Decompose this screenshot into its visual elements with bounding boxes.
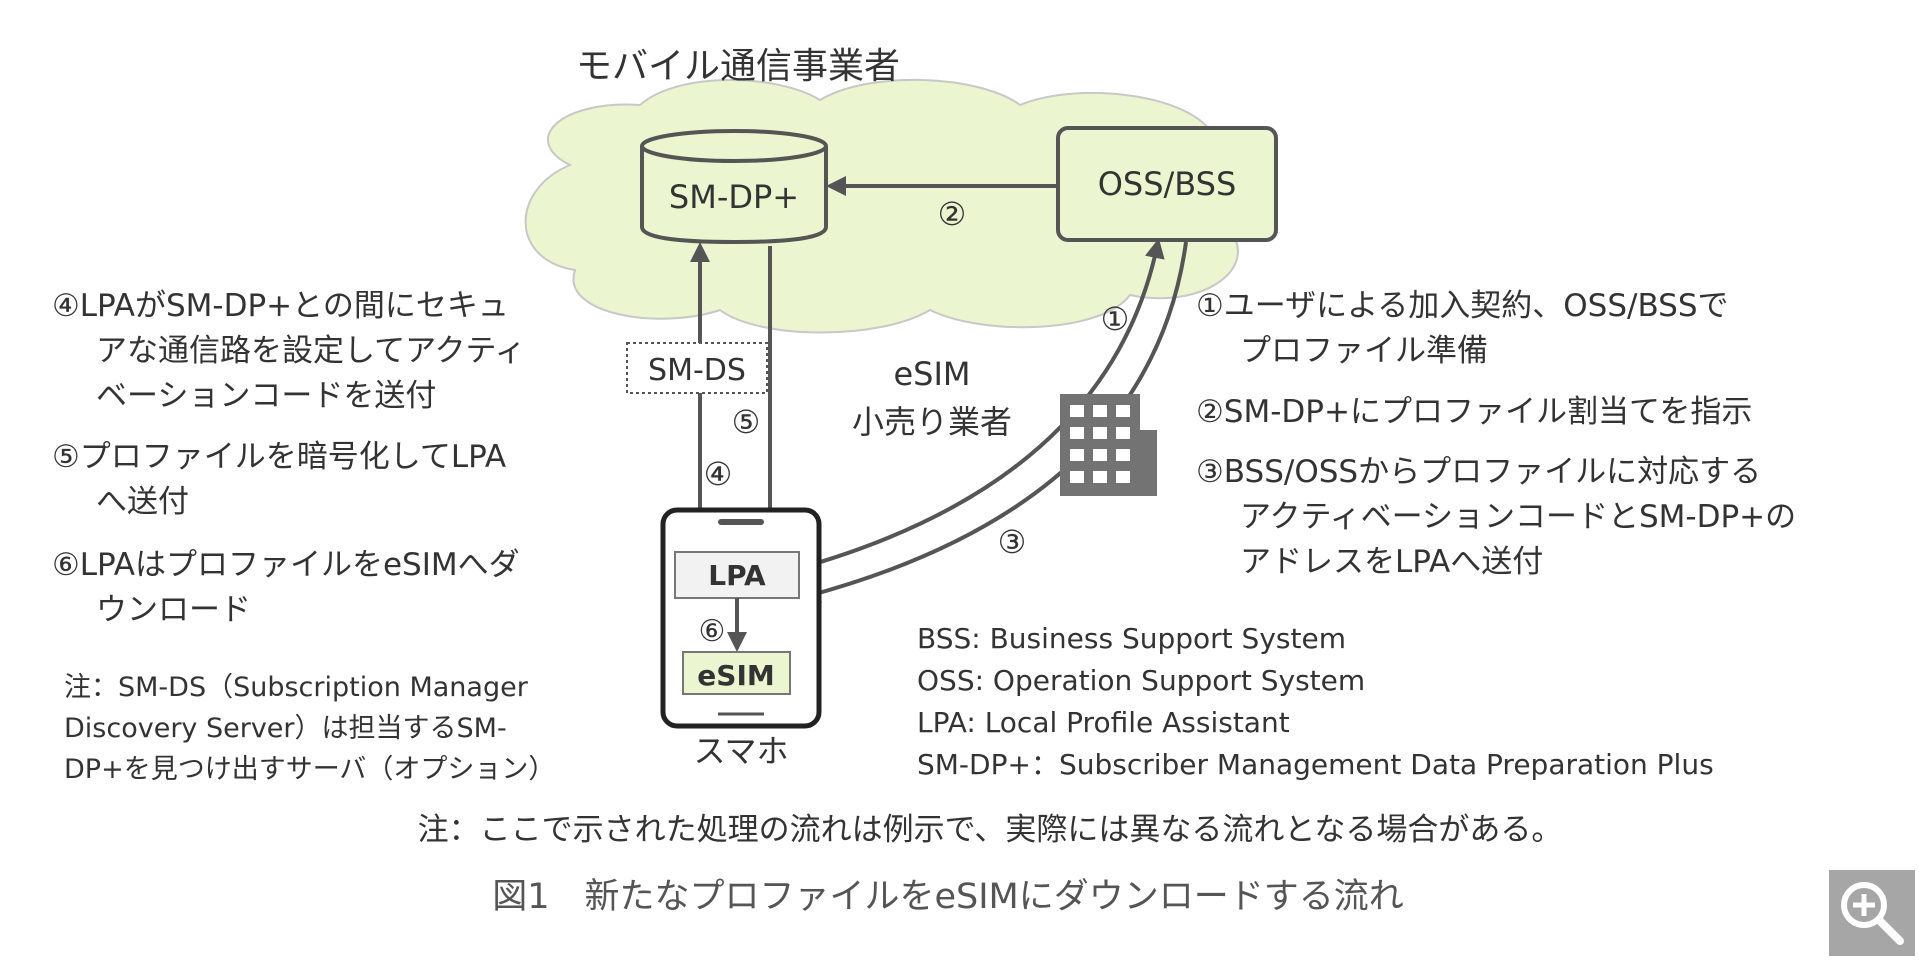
lpa-label: LPA <box>708 559 766 592</box>
step4-marker: ④ <box>704 455 733 493</box>
step3-desc-line2: アクティベーションコードとSM-DP+の <box>1240 499 1796 535</box>
zoom-in-icon <box>1841 882 1904 945</box>
smdp-label: SM-DP+ <box>669 178 799 216</box>
right-step-descriptions: ①ユーザによる加入契約、OSS/BSSで プロファイル準備 ②SM-DP+にプロ… <box>1196 288 1796 580</box>
retailer-label-line1: eSIM <box>893 355 970 393</box>
step6-desc-line2: ウンロード <box>96 592 251 628</box>
smds-note-line3: DP+を見つけ出すサーバ（オプション） <box>64 754 555 785</box>
smds-note: 注：SM-DS（Subscription Manager Discovery S… <box>64 672 555 785</box>
esim-label: eSIM <box>697 659 774 692</box>
step2-desc-line1: ②SM-DP+にプロファイル割当てを指示 <box>1196 394 1752 430</box>
smdp-server: SM-DP+ <box>640 129 828 245</box>
step3-marker: ③ <box>998 523 1027 561</box>
zoom-button[interactable] <box>1829 870 1915 956</box>
glossary-smdp: SM-DP+：Subscriber Management Data Prepar… <box>917 748 1714 781</box>
ossbss-system: OSS/BSS <box>1056 126 1278 242</box>
left-step-descriptions: ④LPAがSM-DP+との間にセキュ アな通信路を設定してアクティ ベーションコ… <box>52 288 526 628</box>
step5-marker: ⑤ <box>732 403 761 441</box>
step5-desc-line2: へ送付 <box>96 484 189 520</box>
step1-marker: ① <box>1101 300 1130 338</box>
step1-arrow <box>799 238 1165 570</box>
flow-note: 注：ここで示された処理の流れは例示で、実際には異なる流れとなる場合がある。 <box>418 812 1563 848</box>
step5-desc-line1: ⑤プロファイルを暗号化してLPA <box>52 439 506 475</box>
smds-box: SM-DS <box>626 342 768 394</box>
smds-note-line1: 注：SM-DS（Subscription Manager <box>64 672 529 703</box>
carrier-title: モバイル通信事業者 <box>576 46 900 87</box>
step6-desc-line1: ⑥LPAはプロファイルをeSIMへダ <box>52 547 520 583</box>
glossary-oss: OSS: Operation Support System <box>917 664 1365 697</box>
step4-desc-line1: ④LPAがSM-DP+との間にセキュ <box>52 288 509 324</box>
lpa-box <box>674 551 800 599</box>
figure-caption: 図1 新たなプロファイルをeSIMにダウンロードする流れ <box>492 877 1404 917</box>
smds-note-line2: Discovery Server）は担当するSM- <box>64 713 507 744</box>
step3-desc-line3: アドレスをLPAへ送付 <box>1240 544 1543 580</box>
step1-desc-line1: ①ユーザによる加入契約、OSS/BSSで <box>1196 288 1729 324</box>
esim-box <box>682 651 791 695</box>
smartphone: LPA eSIM ⑥ <box>660 507 822 729</box>
smds-label: SM-DS <box>648 353 746 388</box>
building-icon <box>1060 394 1157 496</box>
step6-marker: ⑥ <box>699 614 726 649</box>
glossary-bss: BSS: Business Support System <box>917 622 1346 655</box>
glossary: BSS: Business Support System OSS: Operat… <box>917 622 1714 781</box>
phone-caption: スマホ <box>693 732 788 770</box>
step4-desc-line2: アな通信路を設定してアクティ <box>96 333 526 369</box>
phone-speaker <box>718 519 764 525</box>
step1-desc-line2: プロファイル準備 <box>1240 333 1488 369</box>
step4-desc-line3: ベーションコードを送付 <box>96 378 436 414</box>
glossary-lpa: LPA: Local Profile Assistant <box>917 706 1290 739</box>
step3-desc-line1: ③BSS/OSSからプロファイルに対応する <box>1196 454 1761 490</box>
retailer-label-line2: 小売り業者 <box>852 403 1012 441</box>
ossbss-label: OSS/BSS <box>1098 165 1237 203</box>
step2-marker: ② <box>938 195 967 233</box>
